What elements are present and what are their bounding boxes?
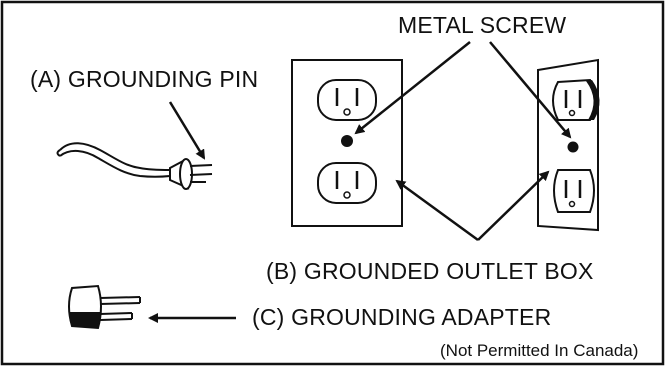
duplex-outlet-front-icon <box>291 59 403 227</box>
metal-screw-arrow-left <box>354 41 471 135</box>
grounding-adapter-icon <box>68 284 141 330</box>
outlet-box-arrow-right <box>477 170 550 241</box>
outlet-box-arrow-left <box>395 179 479 242</box>
grounding-adapter-label: (C) GROUNDING ADAPTER <box>252 304 552 330</box>
metal-screw-arrow-right <box>489 41 572 139</box>
grounding-pin-arrow <box>168 101 206 160</box>
adapter-note: (Not Permitted In Canada) <box>440 341 639 360</box>
metal-screw-label: METAL SCREW <box>398 12 567 38</box>
plug-with-grounding-pin-icon <box>56 142 213 190</box>
grounded-outlet-box-label: (B) GROUNDED OUTLET BOX <box>266 258 594 284</box>
outlet-side-view-icon <box>537 58 600 232</box>
metal-screw-side <box>567 141 579 153</box>
metal-screw-front <box>341 135 353 147</box>
grounding-pin-label: (A) GROUNDING PIN <box>30 66 259 92</box>
